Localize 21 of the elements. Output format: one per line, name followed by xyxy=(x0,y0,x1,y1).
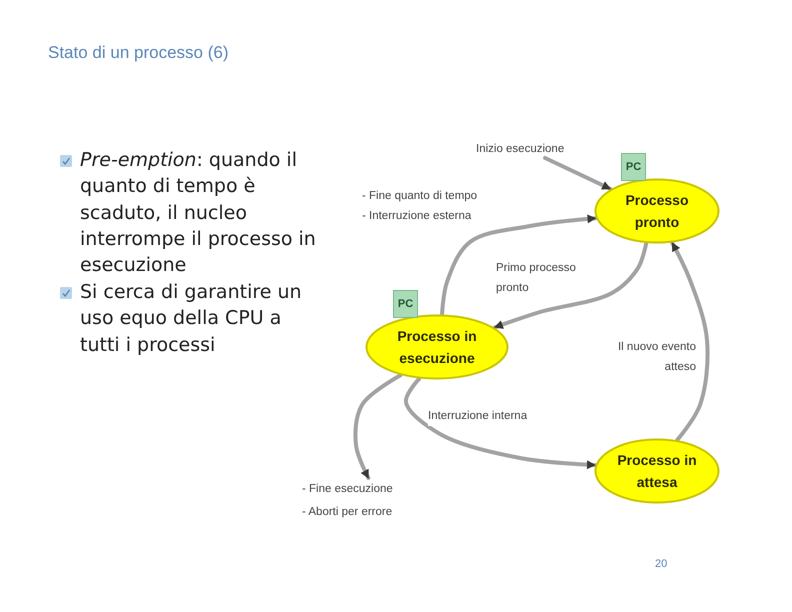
state-ellipse xyxy=(365,314,509,380)
arrow xyxy=(353,373,402,480)
arrow xyxy=(670,241,710,442)
state-ellipse xyxy=(594,438,720,504)
caption-text: - Fine esecuzione xyxy=(302,482,393,497)
pc-tag: PC xyxy=(393,290,418,318)
pc-tag: PC xyxy=(621,153,646,181)
caption-text: - Aborti per errore xyxy=(302,505,392,520)
state-ellipse xyxy=(594,178,720,244)
state-label: Processo pronto xyxy=(624,191,690,232)
bullet-text: Si cerca di garantire un uso equo della CPU a tutti i processi xyxy=(80,280,303,358)
arrow xyxy=(404,376,597,470)
state-label: Processo in esecuzione xyxy=(396,327,478,368)
arrow xyxy=(543,156,612,191)
caption-text: Inizio esecuzione xyxy=(476,138,572,158)
page-number: 20 xyxy=(655,558,668,570)
state-label: Processo in attesa xyxy=(616,451,698,492)
arrow xyxy=(492,242,648,330)
arrow xyxy=(440,214,598,316)
slide-title: Stato di un processo (6) xyxy=(48,43,228,63)
bullet-text: Pre-emption: quando il quanto di tempo è scaduto, il nucleo interrompe il processo in esecuzione xyxy=(80,148,317,278)
